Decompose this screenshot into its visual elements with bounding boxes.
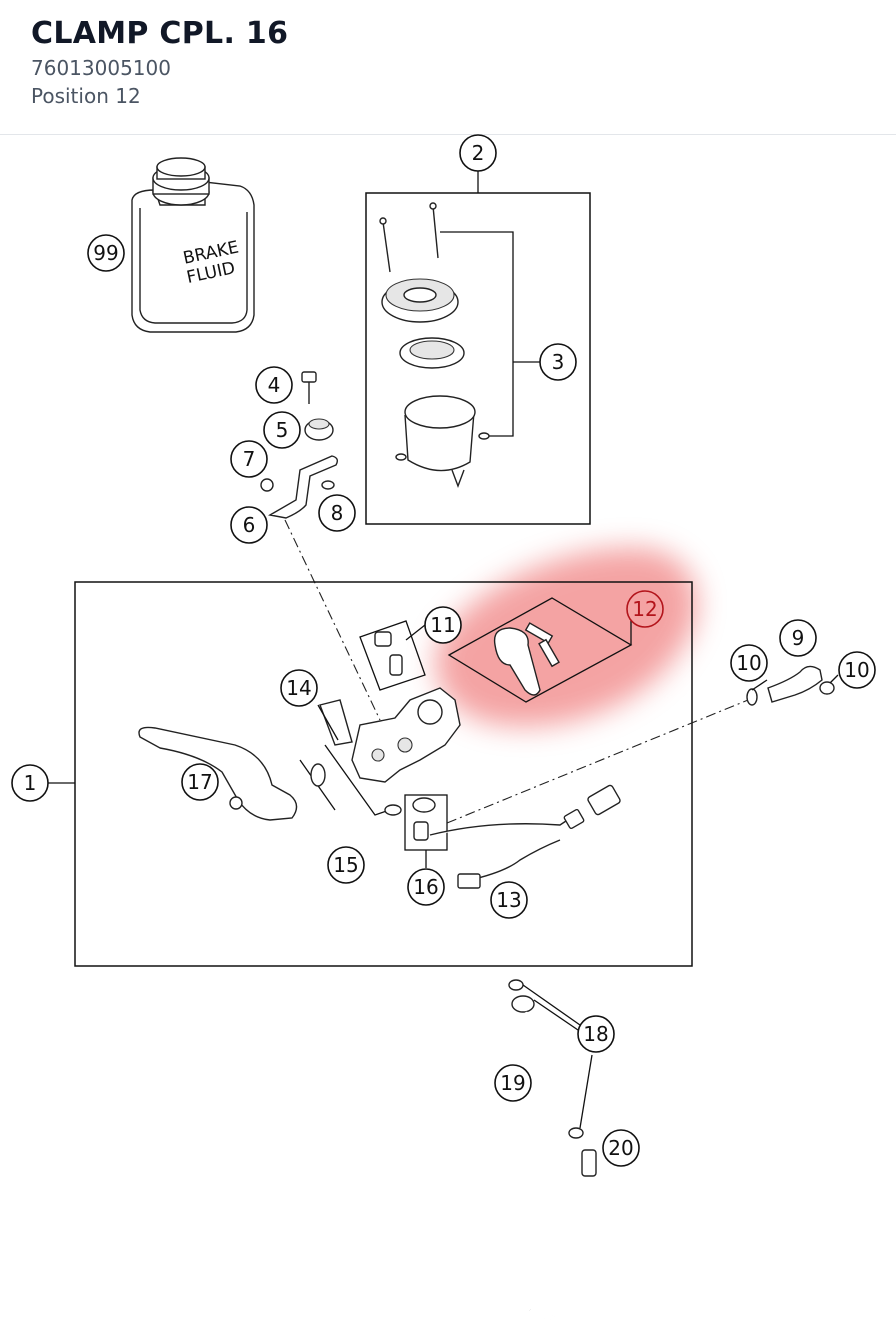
svg-text:5: 5 <box>276 418 289 442</box>
part-header: CLAMP CPL. 16 76013005100 Position 12 <box>0 0 896 135</box>
callout-16[interactable]: 16 <box>407 868 445 906</box>
svg-text:13: 13 <box>496 888 521 912</box>
svg-text:19: 19 <box>500 1071 525 1095</box>
selected-part-highlight <box>435 547 698 727</box>
callout-3[interactable]: 3 <box>539 343 577 381</box>
svg-text:3: 3 <box>552 350 565 374</box>
svg-text:9: 9 <box>792 626 805 650</box>
svg-text:11: 11 <box>430 613 455 637</box>
callout-18[interactable]: 18 <box>577 1015 615 1053</box>
callout-10-left[interactable]: 10 <box>730 644 768 682</box>
callout-7[interactable]: 7 <box>230 440 268 478</box>
lever-assembly-box <box>74 581 693 967</box>
svg-text:8: 8 <box>331 501 344 525</box>
reservoir-body[interactable] <box>395 395 490 488</box>
callout-2[interactable]: 2 <box>459 134 497 172</box>
svg-text:10: 10 <box>736 651 761 675</box>
svg-text:12: 12 <box>632 597 657 621</box>
svg-text:10: 10 <box>844 658 869 682</box>
callout-11[interactable]: 11 <box>424 606 462 644</box>
svg-text:2: 2 <box>472 141 485 165</box>
callout-1[interactable]: 1 <box>11 764 49 802</box>
callout-13[interactable]: 13 <box>490 881 528 919</box>
svg-text:20: 20 <box>608 1136 633 1160</box>
hose-9[interactable] <box>767 665 823 703</box>
callout-12-selected[interactable]: 12 <box>626 590 664 628</box>
callout-17[interactable]: 17 <box>181 763 219 801</box>
svg-text:15: 15 <box>333 853 358 877</box>
part-11-box[interactable] <box>359 620 426 691</box>
callout-6[interactable]: 6 <box>230 506 268 544</box>
hydraulic-line[interactable] <box>508 979 597 1322</box>
callout-8[interactable]: 8 <box>318 494 356 532</box>
callout-9[interactable]: 9 <box>779 619 817 657</box>
svg-text:6: 6 <box>243 513 256 537</box>
callout-15[interactable]: 15 <box>327 846 365 884</box>
svg-text:17: 17 <box>187 770 212 794</box>
part-position: Position 12 <box>31 84 141 108</box>
clamp-12-box[interactable] <box>447 597 633 703</box>
callout-99[interactable]: 99 <box>87 234 125 272</box>
reservoir-screws[interactable] <box>379 202 439 273</box>
clamps-10[interactable] <box>746 681 835 706</box>
callout-10-right[interactable]: 10 <box>838 651 876 689</box>
callout-20[interactable]: 20 <box>602 1129 640 1167</box>
callout-4[interactable]: 4 <box>255 366 293 404</box>
svg-text:16: 16 <box>413 875 438 899</box>
master-cylinder-body[interactable] <box>319 687 461 783</box>
svg-text:14: 14 <box>286 676 311 700</box>
svg-text:18: 18 <box>583 1022 608 1046</box>
callout-5[interactable]: 5 <box>263 411 301 449</box>
callout-14[interactable]: 14 <box>280 669 318 707</box>
svg-text:99: 99 <box>93 241 118 265</box>
reservoir-diaphragm[interactable] <box>399 337 465 369</box>
switch-parts[interactable] <box>384 784 621 889</box>
svg-text:7: 7 <box>243 447 256 471</box>
clutch-lever[interactable] <box>138 726 326 821</box>
svg-text:1: 1 <box>24 771 37 795</box>
page-title: CLAMP CPL. 16 <box>31 16 289 51</box>
brake-fluid-bottle[interactable]: BRAKE FLUID <box>131 157 255 333</box>
callout-19[interactable]: 19 <box>494 1064 532 1102</box>
reservoir-cap[interactable] <box>381 278 459 323</box>
bracket-parts[interactable] <box>260 371 339 519</box>
svg-text:4: 4 <box>268 373 281 397</box>
part-number: 76013005100 <box>31 56 171 80</box>
